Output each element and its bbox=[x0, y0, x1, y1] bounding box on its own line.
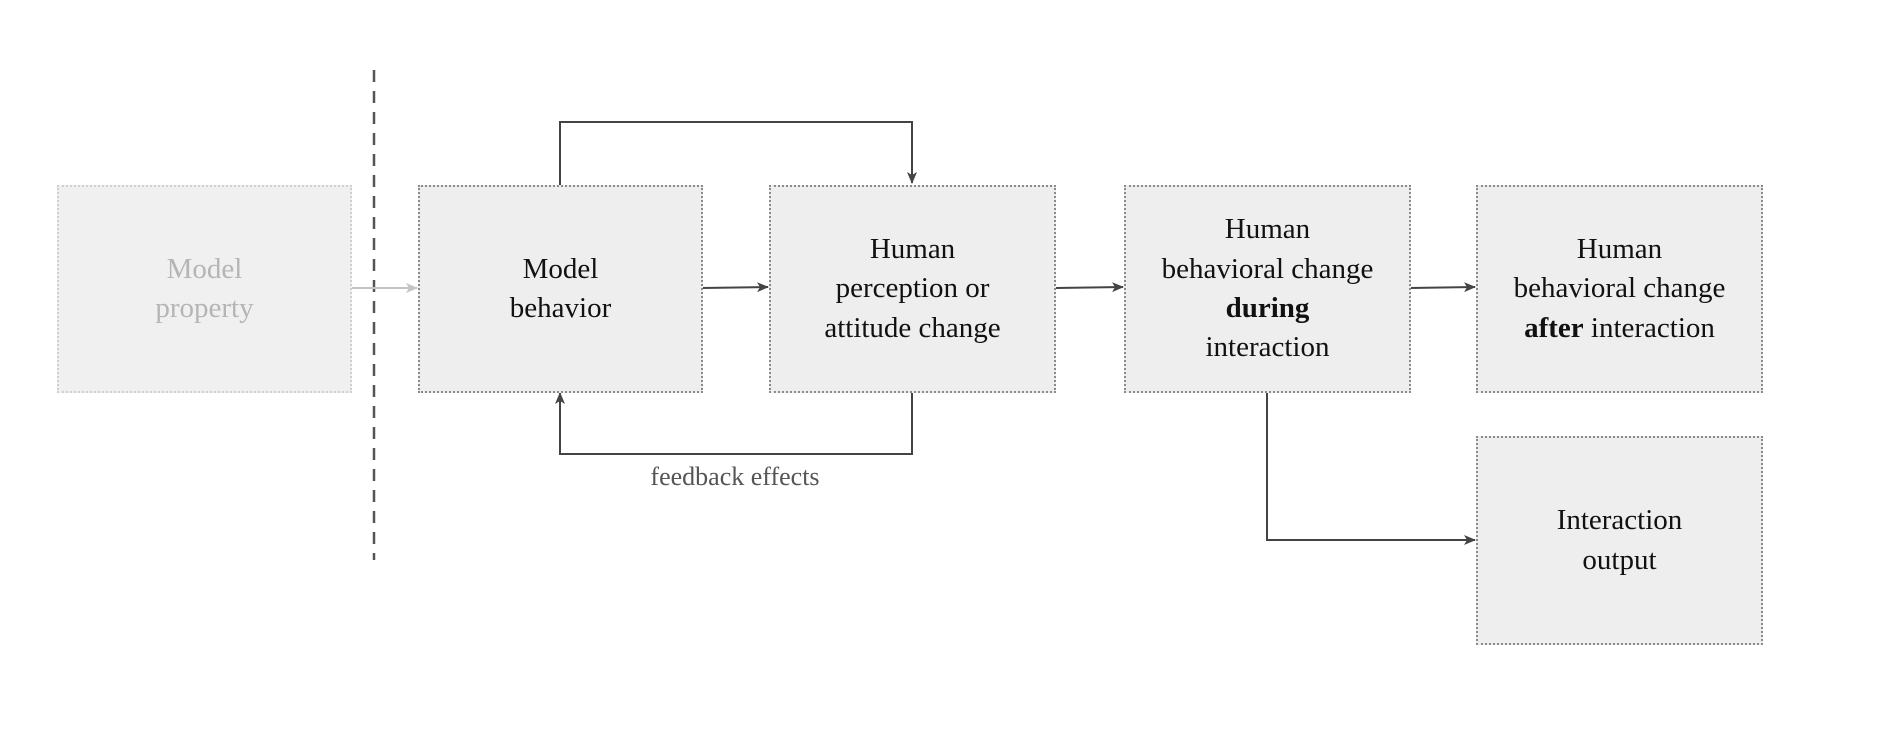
human-perception-box: Human perception or attitude change bbox=[769, 185, 1056, 393]
arrow-top-loop bbox=[559, 121, 917, 185]
arrow-perception-to-during bbox=[1055, 282, 1124, 293]
model-property-line-1: Model bbox=[166, 252, 243, 285]
human-perception-line-2: perception or bbox=[835, 272, 990, 305]
arrow-feedback-loop bbox=[555, 392, 913, 455]
model-behavior-line-2: behavior bbox=[509, 292, 612, 324]
after-line-2: behavioral change bbox=[1513, 272, 1726, 305]
behavioral-change-during-box: Human behavioral change during interacti… bbox=[1124, 185, 1411, 393]
after-line-3-rest: interaction bbox=[1583, 311, 1715, 344]
human-perception-line-3: attitude change bbox=[824, 311, 1001, 344]
human-perception-line-1: Human bbox=[869, 232, 956, 265]
during-line-2: behavioral change bbox=[1161, 252, 1374, 285]
during-emphasis: during bbox=[1225, 292, 1310, 324]
arrow-during-to-output bbox=[1266, 393, 1476, 545]
model-behavior-box: Model behavior bbox=[418, 185, 703, 393]
behavioral-change-after-box: Human behavioral change after interactio… bbox=[1476, 185, 1763, 393]
after-line-1: Human bbox=[1576, 232, 1663, 265]
after-emphasis: after bbox=[1524, 311, 1584, 344]
during-line-1: Human bbox=[1224, 213, 1311, 246]
during-line-4: interaction bbox=[1205, 331, 1330, 364]
model-property-box: Model property bbox=[57, 185, 352, 393]
interaction-output-line-2: output bbox=[1582, 543, 1657, 576]
interaction-output-line-1: Interaction bbox=[1556, 504, 1683, 537]
arrow-behavior-to-perception bbox=[701, 282, 769, 293]
feedback-effects-label: feedback effects bbox=[650, 462, 820, 491]
interaction-output-box: Interaction output bbox=[1476, 436, 1763, 645]
arrow-during-to-after bbox=[1409, 282, 1476, 293]
model-property-line-2: property bbox=[155, 292, 254, 324]
model-behavior-line-1: Model bbox=[522, 252, 599, 285]
